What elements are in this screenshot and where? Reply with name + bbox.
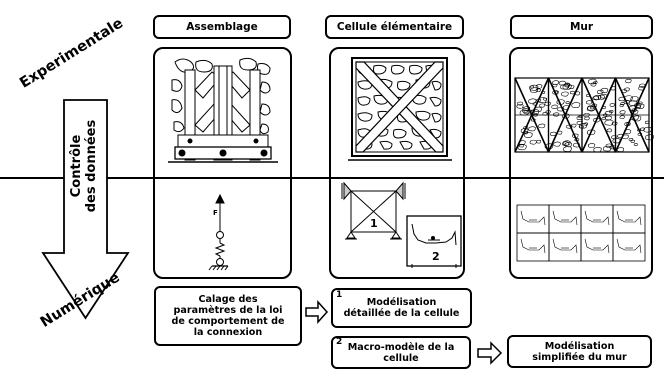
box-macro-model: Macro-modèle de la cellule [331,336,471,369]
calibration-line4: la connexion [193,327,263,338]
cell-curve-model-drawing [406,215,462,268]
spring-model-drawing [208,193,229,271]
spring-force-label: F [213,209,218,217]
box-detailed-model: Modélisation détaillée de la cellule [331,288,472,328]
macro-number: 2 [336,337,343,347]
box-calibration: Calage des paramètres de la loi de compo… [154,286,302,346]
cell-frame-model-drawing [341,181,406,240]
header-assembly: Assemblage [153,15,291,39]
cell-masonry-drawing [348,57,452,161]
panel-cell [329,47,465,279]
wall-model-line2: simplifiée du mur [532,351,627,363]
label-data-control-line2: des données [84,119,99,213]
wall-model-line1: Modélisation [544,340,615,352]
wall-panels-drawing [514,77,654,153]
arrow-macro-to-wall [477,341,503,365]
cell-curve-label: 2 [432,250,440,263]
detailed-line2: détaillée de la cellule [343,308,460,319]
panel-wall [509,47,653,279]
label-data-control: Contrôle des données [69,111,101,221]
box-wall-model: Modélisation simplifiée du mur [507,335,652,368]
data-control-arrow [41,99,130,320]
calibration-line1: Calage des [198,294,258,305]
header-wall: Mur [510,15,653,39]
header-cell: Cellule élémentaire [325,15,464,39]
calibration-line3: de comportement de [171,316,285,327]
macro-line1: Macro-modèle de la [347,341,455,353]
label-data-control-line1: Contrôle [69,134,84,198]
detailed-line1: Modélisation [366,297,437,308]
macro-line2: cellule [383,352,419,364]
panel-assembly [153,47,292,279]
calibration-line2: paramètres de la loi [173,305,283,316]
arrow-calibration-to-detailed [305,300,329,324]
cell-frame-label: 1 [370,217,378,230]
assembly-joint-drawing [168,57,278,163]
detailed-number: 1 [336,290,343,300]
wall-model-grid [516,204,646,262]
